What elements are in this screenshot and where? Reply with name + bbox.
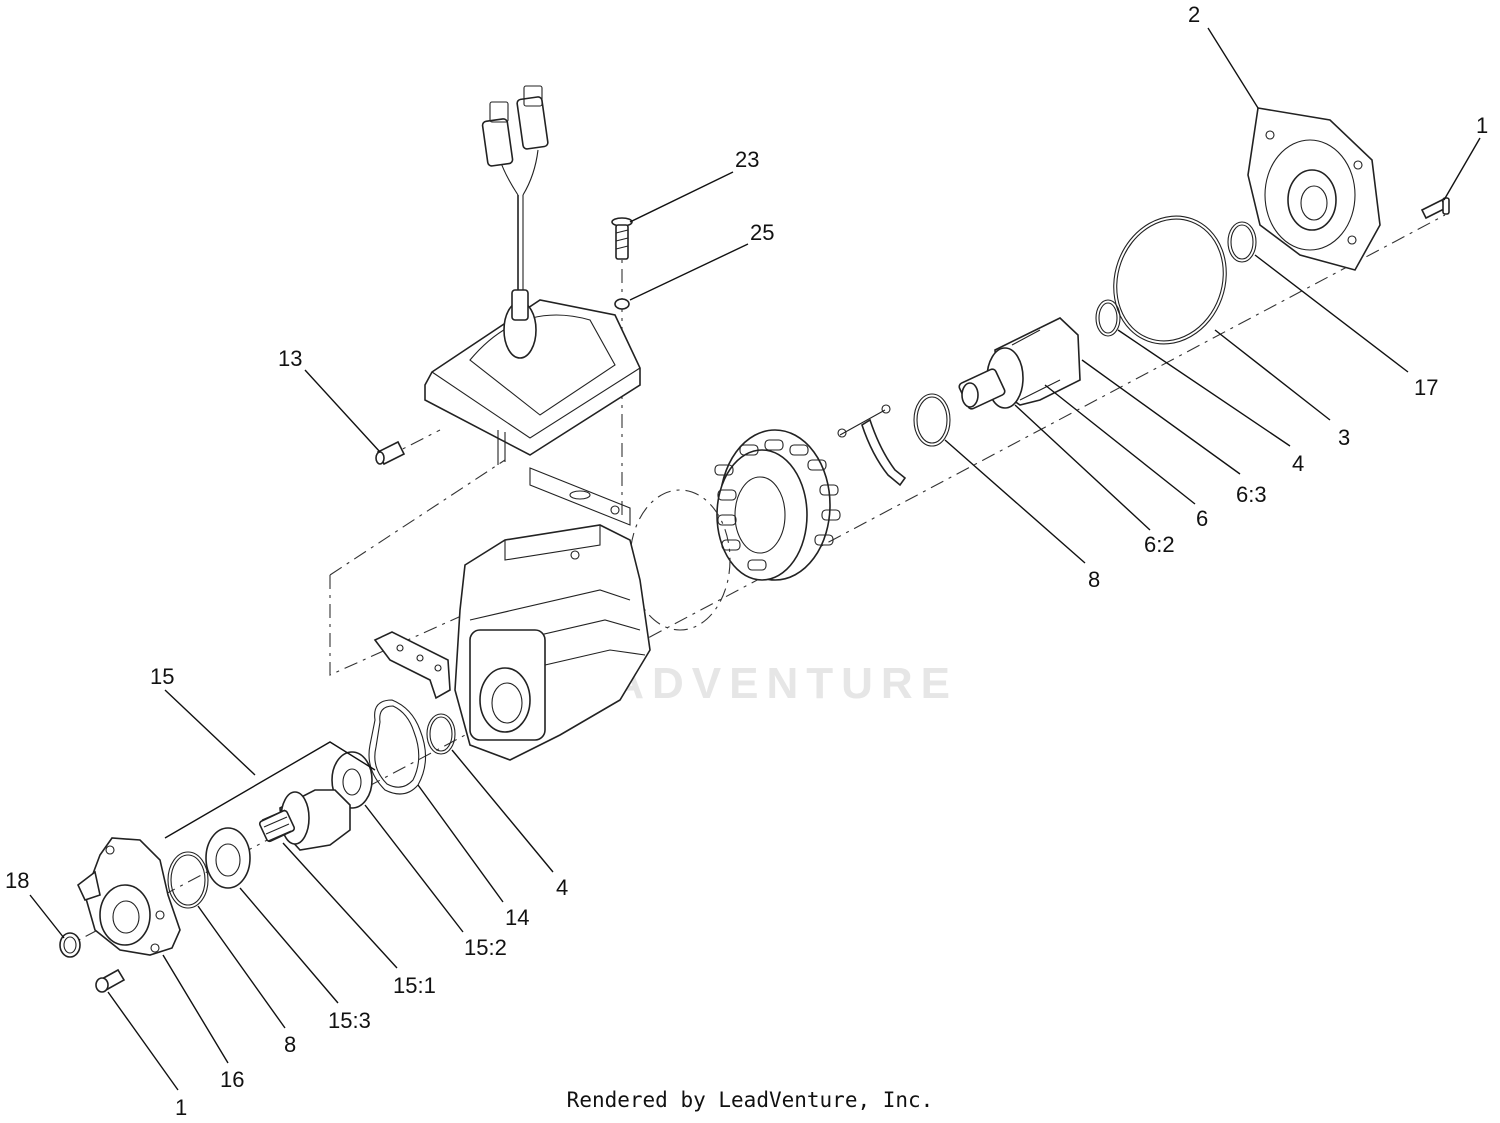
callout-1-top: 1 — [1476, 113, 1488, 138]
o-ring-left — [426, 713, 456, 755]
render-credit-footer: Rendered by LeadVenture, Inc. — [566, 1088, 934, 1112]
front-end-cover — [77, 837, 181, 956]
o-ring-8-left-inner — [170, 854, 206, 906]
bearing-15-3 — [205, 827, 251, 889]
bearing-15-2-inner — [342, 768, 362, 796]
callout-6-2: 6:2 — [1144, 532, 1175, 557]
o-ring-right-inner — [1098, 302, 1118, 334]
callout-2: 2 — [1188, 2, 1200, 27]
callout-labels: 2 1 23 25 13 17 3 4 6:3 6 6:2 8 15 18 4 … — [5, 2, 1488, 1120]
output-shaft-15-1 — [258, 789, 351, 851]
housing-gasket — [529, 467, 631, 526]
callout-8-left: 8 — [284, 1032, 296, 1057]
o-ring-right — [1095, 299, 1121, 337]
gasket-plate — [629, 489, 731, 631]
leader-lines — [29, 27, 1481, 1091]
callout-16: 16 — [220, 1067, 244, 1092]
callout-4-right: 4 — [1292, 451, 1304, 476]
bearing-15-2 — [331, 751, 373, 809]
o-ring-8-left — [167, 851, 209, 909]
large-o-ring — [1113, 215, 1227, 345]
small-o-ring-inner — [1230, 224, 1254, 260]
callout-14: 14 — [505, 905, 529, 930]
small-ring-18-inner — [63, 936, 77, 954]
small-ring-18 — [59, 932, 81, 958]
callout-1-bottom: 1 — [175, 1095, 187, 1120]
group-15-bracket — [164, 741, 376, 839]
bearing-15-3-inner — [215, 843, 241, 877]
shaped-gasket-14 — [368, 699, 427, 795]
connector-routing-line — [329, 575, 471, 676]
rear-end-cover — [1247, 107, 1381, 271]
connector-bracket — [373, 631, 451, 700]
callout-15-2: 15:2 — [464, 935, 507, 960]
motor-housing — [454, 524, 651, 761]
o-ring-8-right — [913, 393, 951, 447]
callout-3: 3 — [1338, 425, 1350, 450]
small-o-ring — [1227, 221, 1257, 263]
washer-25 — [614, 298, 630, 310]
large-o-ring-inner — [1116, 218, 1224, 342]
rotor-assembly — [958, 317, 1081, 410]
callout-4-left: 4 — [556, 875, 568, 900]
screw-23 — [611, 217, 633, 260]
callout-6: 6 — [1196, 506, 1208, 531]
connector-routing-line-upper — [329, 459, 506, 576]
shaped-gasket-14-inner — [374, 705, 420, 788]
sensor-clip — [837, 404, 907, 487]
callout-15: 15 — [150, 664, 174, 689]
callout-15-3: 15:3 — [328, 1008, 371, 1033]
callout-18: 18 — [5, 868, 29, 893]
pin-13 — [375, 440, 406, 466]
o-ring-8-right-inner — [916, 396, 948, 444]
o-ring-left-inner — [429, 716, 453, 752]
stator — [714, 429, 841, 581]
wiring-harness — [481, 85, 549, 290]
callout-13: 13 — [278, 346, 302, 371]
screw-rear — [1420, 197, 1450, 220]
callout-8-right: 8 — [1088, 567, 1100, 592]
controller-module — [424, 289, 641, 465]
callout-6-3: 6:3 — [1236, 482, 1267, 507]
callout-15-1: 15:1 — [393, 973, 436, 998]
screw-front — [95, 968, 126, 993]
callout-17: 17 — [1414, 375, 1438, 400]
callout-25: 25 — [750, 220, 774, 245]
callout-23: 23 — [735, 147, 759, 172]
